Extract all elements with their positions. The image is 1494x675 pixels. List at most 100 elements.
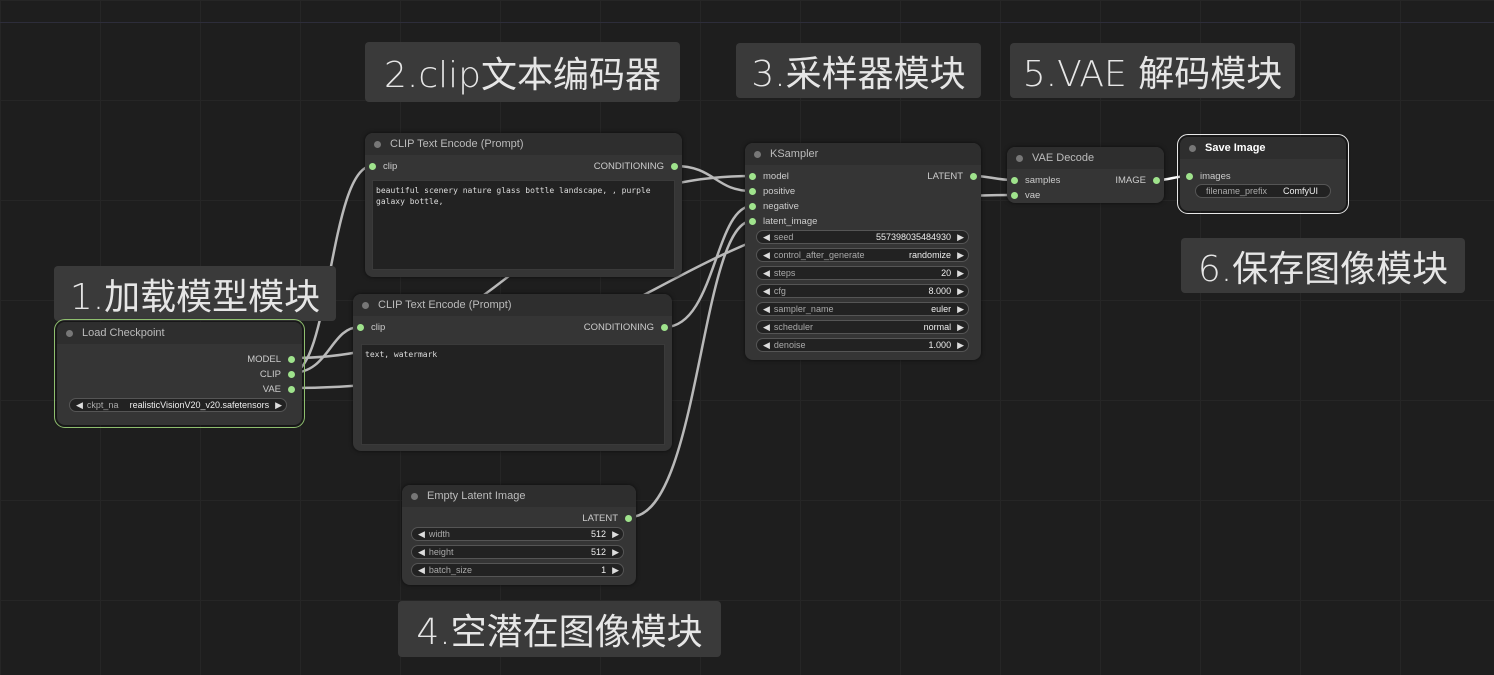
decrement-arrow-icon[interactable]: ◀ — [418, 546, 425, 557]
widget-value: 512 — [591, 529, 607, 539]
input-pin-icon[interactable] — [357, 323, 364, 331]
increment-arrow-icon[interactable]: ▶ — [275, 399, 282, 410]
output-latent[interactable]: LATENT — [895, 169, 977, 183]
output-pin-icon[interactable] — [288, 370, 295, 378]
input-pin-icon[interactable] — [1011, 191, 1018, 199]
output-conditioning[interactable]: CONDITIONING — [553, 320, 668, 334]
output-pin-icon[interactable] — [970, 172, 977, 180]
slot-label: VAE — [262, 383, 281, 395]
increment-arrow-icon[interactable]: ▶ — [957, 321, 964, 332]
output-pin-icon[interactable] — [1153, 176, 1160, 184]
collapse-dot-icon[interactable] — [374, 140, 381, 148]
decrement-arrow-icon[interactable]: ◀ — [418, 564, 425, 575]
output-pin-icon[interactable] — [288, 385, 295, 393]
input-pin-icon[interactable] — [1011, 176, 1018, 184]
increment-arrow-icon[interactable]: ▶ — [957, 339, 964, 350]
widget-name: height — [428, 547, 454, 557]
canvas-top-border — [0, 22, 1494, 23]
collapse-dot-icon[interactable] — [362, 301, 369, 309]
node-title-bar[interactable]: CLIP Text Encode (Prompt) — [365, 133, 682, 155]
decrement-arrow-icon[interactable]: ◀ — [763, 339, 770, 350]
decrement-arrow-icon[interactable]: ◀ — [763, 303, 770, 314]
input-negative[interactable]: negative — [749, 199, 869, 213]
node-title-bar[interactable]: VAE Decode — [1007, 147, 1164, 169]
node-title-bar[interactable]: CLIP Text Encode (Prompt) — [353, 294, 672, 316]
input-pin-icon[interactable] — [749, 172, 756, 180]
increment-arrow-icon[interactable]: ▶ — [957, 249, 964, 260]
input-pin-icon[interactable] — [749, 187, 756, 195]
input-pin-icon[interactable] — [749, 217, 756, 225]
collapse-dot-icon[interactable] — [754, 150, 761, 158]
collapse-dot-icon[interactable] — [411, 492, 418, 500]
input-latent-image[interactable]: latent_image — [749, 214, 869, 228]
node-title-bar[interactable]: KSampler — [745, 143, 981, 165]
decrement-arrow-icon[interactable]: ◀ — [763, 249, 770, 260]
increment-arrow-icon[interactable]: ▶ — [612, 546, 619, 557]
input-pin-icon[interactable] — [749, 202, 756, 210]
collapse-dot-icon[interactable] — [66, 329, 73, 337]
output-pin-icon[interactable] — [671, 162, 678, 170]
decrement-arrow-icon[interactable]: ◀ — [76, 399, 83, 410]
widget-name: control_after_generate — [773, 250, 865, 260]
node-clip-text-encode-positive[interactable]: CLIP Text Encode (Prompt) clip CONDITIONIN… — [365, 133, 682, 277]
node-title: VAE Decode — [1032, 152, 1095, 164]
output-vae[interactable]: VAE — [177, 382, 295, 396]
input-samples[interactable]: samples — [1011, 173, 1081, 187]
output-pin-icon[interactable] — [625, 514, 632, 522]
decrement-arrow-icon[interactable]: ◀ — [763, 231, 770, 242]
input-clip[interactable]: clip — [369, 159, 449, 173]
output-pin-icon[interactable] — [661, 323, 668, 331]
input-images[interactable]: images — [1186, 169, 1266, 183]
output-model[interactable]: MODEL — [177, 352, 295, 366]
decrement-arrow-icon[interactable]: ◀ — [418, 528, 425, 539]
output-image[interactable]: IMAGE — [1087, 173, 1160, 187]
input-pin-icon[interactable] — [369, 162, 376, 170]
prompt-textarea[interactable]: beautiful scenery nature glass bottle la… — [372, 180, 675, 270]
collapse-dot-icon[interactable] — [1016, 154, 1023, 162]
decrement-arrow-icon[interactable]: ◀ — [763, 285, 770, 296]
increment-arrow-icon[interactable]: ▶ — [612, 528, 619, 539]
increment-arrow-icon[interactable]: ▶ — [957, 231, 964, 242]
node-clip-text-encode-negative[interactable]: CLIP Text Encode (Prompt) clip CONDITIONIN… — [353, 294, 672, 451]
increment-arrow-icon[interactable]: ▶ — [957, 285, 964, 296]
node-title-bar[interactable]: Save Image — [1180, 137, 1346, 159]
increment-arrow-icon[interactable]: ▶ — [612, 564, 619, 575]
increment-arrow-icon[interactable]: ▶ — [957, 267, 964, 278]
slot-label: model — [763, 170, 789, 182]
output-conditioning[interactable]: CONDITIONING — [565, 159, 678, 173]
widget-name: ckpt_na — [86, 400, 119, 410]
input-clip[interactable]: clip — [357, 320, 437, 334]
output-latent[interactable]: LATENT — [522, 511, 632, 525]
input-positive[interactable]: positive — [749, 184, 869, 198]
increment-arrow-icon[interactable]: ▶ — [957, 303, 964, 314]
node-title-bar[interactable]: Empty Latent Image — [402, 485, 636, 507]
widget-name: batch_size — [428, 565, 472, 575]
prompt-textarea[interactable]: text, watermark — [361, 344, 665, 445]
node-title-bar[interactable]: Load Checkpoint — [57, 322, 302, 344]
collapse-dot-icon[interactable] — [1189, 144, 1196, 152]
input-vae[interactable]: vae — [1011, 188, 1081, 202]
decrement-arrow-icon[interactable]: ◀ — [763, 321, 770, 332]
output-pin-icon[interactable] — [288, 355, 295, 363]
decrement-arrow-icon[interactable]: ◀ — [763, 267, 770, 278]
output-clip[interactable]: CLIP — [177, 367, 295, 381]
input-pin-icon[interactable] — [1186, 172, 1193, 180]
input-model[interactable]: model — [749, 169, 869, 183]
